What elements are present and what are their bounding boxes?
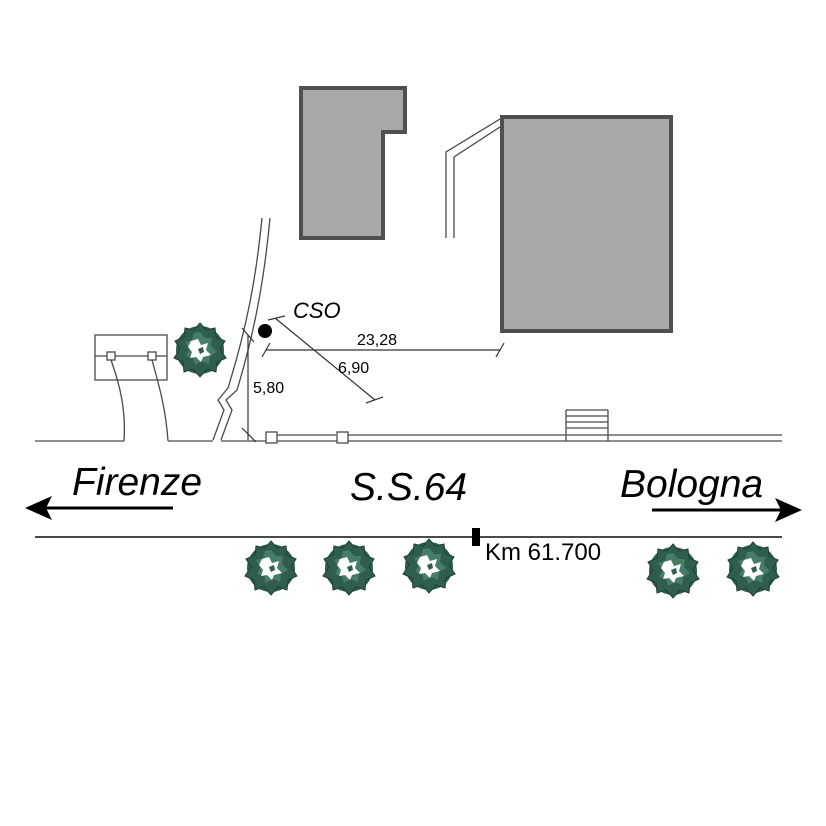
tree-5 (726, 541, 780, 597)
tree-near-wall (173, 322, 227, 378)
road-post-2 (336, 431, 349, 444)
arrow-left (25, 496, 173, 520)
direction-right-label: Bologna (620, 463, 763, 506)
tree-4 (646, 543, 700, 599)
dimension-lines (241, 315, 505, 443)
curved-wall (212, 217, 271, 441)
dim-vertical-label: 5,80 (253, 380, 284, 397)
dim-horizontal-label: 23,28 (357, 332, 397, 349)
cso-label: CSO (293, 298, 341, 323)
direction-left-label: Firenze (72, 461, 202, 504)
km-marker-label: Km 61.700 (485, 539, 601, 566)
building-left (299, 86, 407, 240)
kiosk (94, 334, 169, 442)
tree-2 (322, 540, 376, 596)
building-right (500, 115, 673, 333)
km-marker-post (472, 528, 480, 546)
steps (565, 409, 609, 441)
road-post-1 (265, 431, 278, 444)
fence-right-building (445, 118, 501, 238)
tree-1 (244, 540, 298, 596)
arrow-right (652, 498, 802, 522)
cso-point (258, 324, 272, 338)
road-name-label: S.S.64 (350, 466, 467, 509)
dim-diagonal-label: 6,90 (338, 360, 369, 377)
tree-3 (402, 538, 456, 594)
road-edge-north (35, 434, 782, 442)
